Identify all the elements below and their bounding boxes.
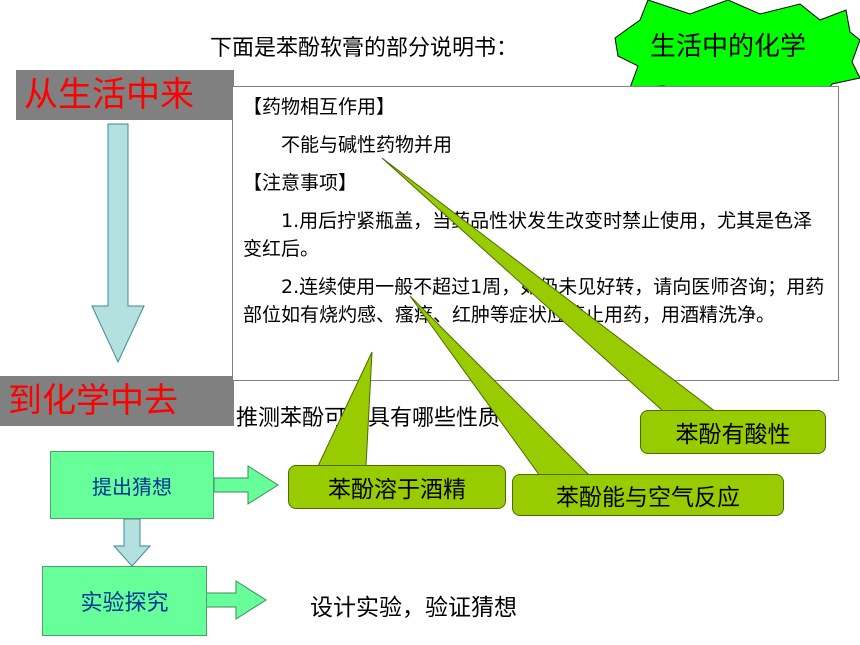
callout-air-reaction: 苯酚能与空气反应 xyxy=(512,474,784,516)
callout-alcohol: 苯酚溶于酒精 xyxy=(288,465,506,509)
propose-hypothesis-box: 提出猜想 xyxy=(50,451,214,519)
notice-item-1: 1.用后拧紧瓶盖，当药品性状发生改变时禁止使用，尤其是色泽变红后。 xyxy=(243,210,813,260)
experiment-box: 实验探究 xyxy=(42,566,207,636)
down-arrow-large xyxy=(91,123,145,364)
callout-pointer-air xyxy=(409,295,592,477)
section1-text: 不能与碱性药物并用 xyxy=(281,134,453,156)
right-arrow-propose xyxy=(213,465,279,505)
to-chemistry-label: 到化学中去 xyxy=(0,376,234,426)
callout-pointer-alcohol xyxy=(317,351,373,467)
notice-item-2: 2.连续使用一般不超过1周，如仍未见好转，请向医师咨询；用药部位如有烧灼感、瘙痒… xyxy=(243,276,825,326)
down-arrow-small xyxy=(112,518,152,567)
starburst-label: 生活中的化学 xyxy=(650,32,807,62)
page-title: 下面是苯酚软膏的部分说明书： xyxy=(210,36,519,61)
section2-heading: 【注意事项】 xyxy=(243,172,358,194)
callout-pointer-acid xyxy=(381,157,718,413)
callout-acidity: 苯酚有酸性 xyxy=(640,410,826,454)
instruction-box: 【药物相互作用】 不能与碱性药物并用 【注意事项】 1.用后拧紧瓶盖，当药品性状… xyxy=(232,86,839,381)
from-life-label: 从生活中来 xyxy=(16,70,234,120)
section1-heading: 【药物相互作用】 xyxy=(243,96,396,118)
question-text: 推测苯酚可能具有哪些性质？ xyxy=(236,406,523,431)
design-experiment-text: 设计实验，验证猜想 xyxy=(310,595,517,621)
